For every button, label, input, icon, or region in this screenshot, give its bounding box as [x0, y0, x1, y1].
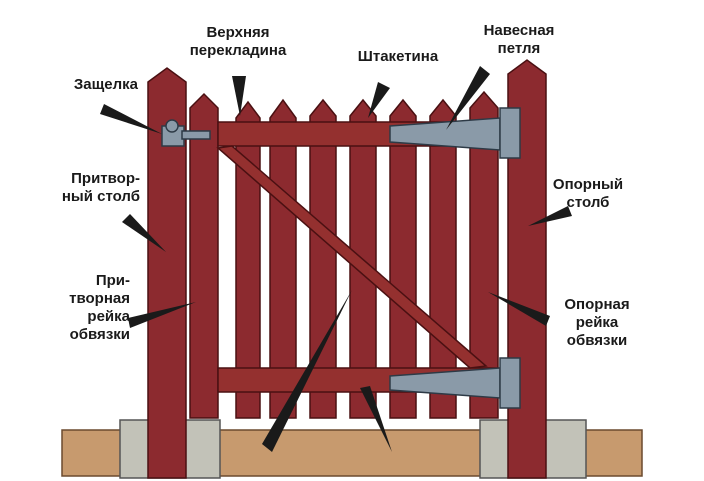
label-support-post: Опорный столб [552, 176, 624, 211]
hinge-top [389, 107, 521, 159]
latch-pointer [100, 104, 162, 134]
hinge-pointer [446, 66, 490, 130]
label-hinge-stile: Опорная рейка обвязки [564, 296, 630, 349]
picket-pointer [368, 82, 390, 118]
latch-post-pointer [122, 214, 166, 252]
latch-stile [189, 92, 219, 419]
label-picket: Штакетина [357, 48, 439, 65]
hinge-stile-pointer [488, 292, 550, 326]
ground-pointer-right [360, 386, 392, 452]
label-top-rail: Верхняя перекладина [189, 24, 287, 59]
label-latch: Защелка [73, 76, 138, 93]
latch-stile-pointer [128, 302, 196, 328]
label-latch-post: Притвор- ный столб [61, 170, 140, 205]
pickets [235, 90, 499, 419]
diagonal-brace [216, 145, 488, 369]
label-latch-stile: При- творная рейка обвязки [69, 272, 130, 343]
pointers [100, 66, 572, 452]
latch-hardware [161, 119, 211, 147]
hinge-bottom [389, 357, 521, 409]
label-hinge: Навесная петля [483, 22, 555, 57]
latch-post [147, 67, 187, 479]
top-rail-pointer [232, 76, 246, 116]
support-post-pointer [528, 206, 572, 226]
ground-pointer-left [262, 290, 352, 452]
